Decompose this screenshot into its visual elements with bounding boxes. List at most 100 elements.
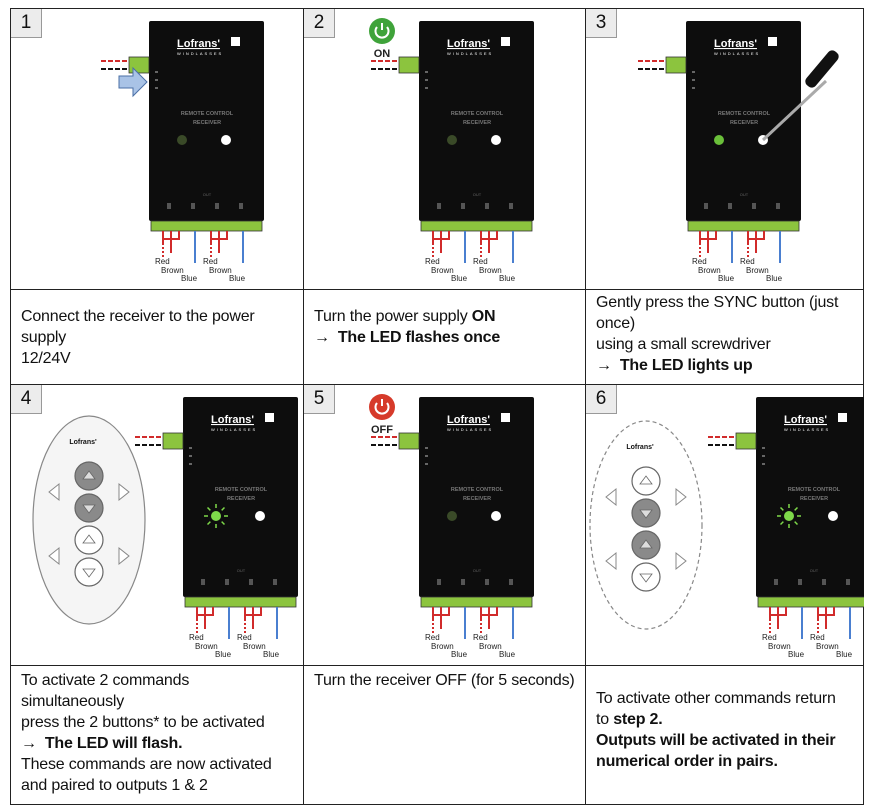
out-terminal-mark — [201, 579, 205, 585]
power-symbol-arc — [374, 26, 390, 39]
terminal-mark — [155, 71, 158, 73]
step-1-caption: Connect the receiver to the power supply… — [10, 289, 304, 385]
led-ray — [794, 521, 799, 526]
terminal-mark — [762, 463, 765, 465]
caption-result: The LED flashes once — [337, 329, 501, 346]
brand-logo-mark — [265, 413, 274, 422]
wire-red — [210, 231, 228, 253]
status-led — [784, 511, 794, 521]
out-terminal-mark — [167, 203, 171, 209]
wire-label-brown: Brown — [746, 266, 769, 275]
wire-label-brown: Brown — [768, 642, 791, 651]
terminal-mark — [425, 447, 428, 449]
caption-bold: ON — [471, 308, 496, 325]
wire-label-red: Red — [425, 633, 440, 642]
out-terminal-mark — [485, 203, 489, 209]
step-number: 5 — [304, 385, 335, 414]
sync-button — [828, 511, 838, 521]
out-terminal-mark — [485, 579, 489, 585]
remote-arrow-icon — [82, 568, 96, 578]
receiver-title: REMOTE CONTROL — [181, 111, 234, 117]
wire-label-red: Red — [810, 633, 825, 642]
out-terminal-mark — [273, 579, 277, 585]
step-number: 1 — [11, 9, 42, 38]
status-led — [714, 135, 724, 145]
sync-button — [255, 511, 265, 521]
terminal-mark — [762, 455, 765, 457]
wire-red — [817, 607, 835, 629]
brand-sub-text: WINDLASSES — [447, 51, 493, 56]
wire-label-red: Red — [203, 257, 218, 266]
power-off-indicator: OFF — [369, 394, 395, 436]
receiver-body — [149, 21, 264, 221]
led-ray — [206, 506, 211, 511]
receiver-title: REMOTE CONTROL — [451, 111, 504, 117]
wire-label-red: Red — [473, 633, 488, 642]
wire-red — [432, 607, 450, 629]
caption-line: press the 2 buttons* to be activated — [21, 714, 265, 731]
power-connector — [735, 432, 757, 450]
step-number: 2 — [304, 9, 335, 38]
side-arrow-icon — [48, 546, 130, 566]
terminal-mark — [425, 71, 428, 73]
power-state-label: OFF — [371, 424, 393, 436]
wire-label-red: Red — [189, 633, 204, 642]
caption-line: To activate 2 commands simultaneously — [21, 672, 190, 710]
insert-arrow-icon — [118, 66, 148, 98]
wire-label-red: Red — [425, 257, 440, 266]
remote-control: Lofrans' — [32, 415, 146, 625]
receiver-title-2: RECEIVER — [730, 120, 758, 126]
terminal-mark — [692, 87, 695, 89]
side-arrow-icon — [48, 482, 130, 502]
brand-logo-text: Lofrans' — [447, 414, 490, 426]
receiver-body — [419, 397, 534, 597]
terminal-mark — [155, 87, 158, 89]
wire-label-brown: Brown — [209, 266, 232, 275]
wire-label-brown: Brown — [161, 266, 184, 275]
screwdriver-shaft — [761, 79, 828, 142]
wire-label-blue: Blue — [788, 650, 805, 659]
out-terminal-mark — [509, 579, 513, 585]
out-terminal-mark — [776, 203, 780, 209]
caption-result: The LED lights up — [619, 357, 753, 374]
step-5-caption: Turn the receiver OFF (for 5 seconds) — [303, 665, 586, 805]
step-number: 6 — [586, 385, 617, 414]
power-on-indicator: ON — [369, 18, 395, 60]
terminal-mark — [425, 87, 428, 89]
power-connector — [398, 432, 420, 450]
wire-label-brown: Brown — [479, 266, 502, 275]
step-2-caption: Turn the power supply ON →The LED flashe… — [303, 289, 586, 385]
wire-red — [244, 607, 262, 629]
wire-label-red: Red — [692, 257, 707, 266]
remote-arrow-icon — [82, 504, 96, 514]
receiver-title-2: RECEIVER — [193, 120, 221, 126]
wire-label-blue: Blue — [451, 650, 468, 659]
out-terminal-mark — [798, 579, 802, 585]
wire-label-blue: Blue — [451, 274, 468, 283]
out-terminal-mark — [846, 579, 850, 585]
remote-arrow-icon — [82, 470, 96, 480]
terminal-mark — [425, 463, 428, 465]
caption-result: The LED will flash. — [44, 735, 183, 752]
brand-sub-text: WINDLASSES — [211, 427, 257, 432]
side-arrow-icon — [605, 487, 687, 507]
out-terminal-mark — [509, 203, 513, 209]
receiver-body — [419, 21, 534, 221]
caption-line: and paired to outputs 1 & 2 — [21, 777, 208, 794]
terminal-block — [420, 596, 533, 608]
brand-logo-mark — [768, 37, 777, 46]
terminal-mark — [425, 79, 428, 81]
out-terminal-mark — [239, 203, 243, 209]
led-ray — [221, 506, 226, 511]
receiver-body — [686, 21, 801, 221]
out-terminal-mark — [822, 579, 826, 585]
terminal-mark — [425, 455, 428, 457]
power-button-icon — [369, 394, 395, 420]
terminal-mark — [189, 455, 192, 457]
